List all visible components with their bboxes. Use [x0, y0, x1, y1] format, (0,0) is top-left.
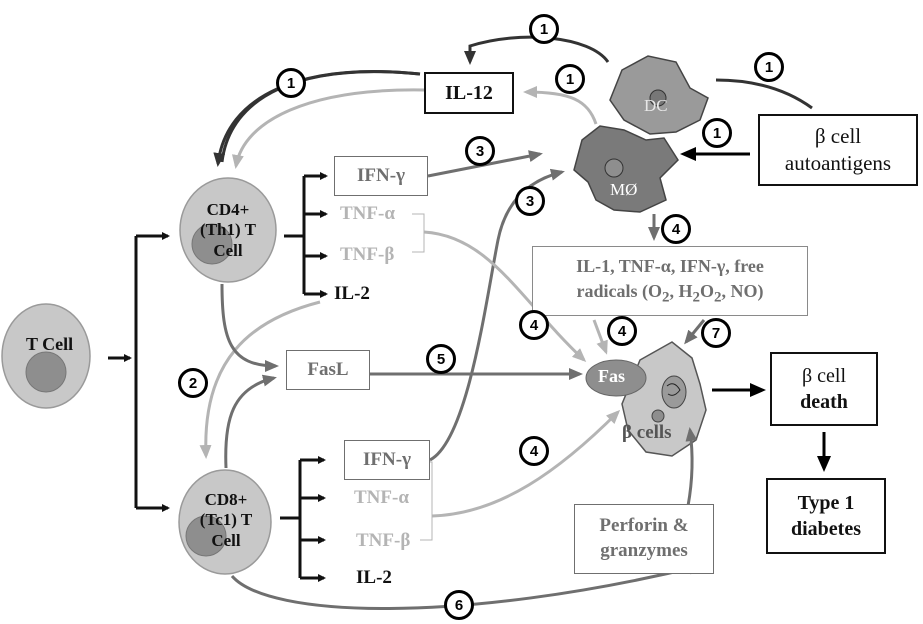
fas-label: Fas: [598, 366, 625, 386]
pathway-number-1b: 1: [754, 52, 784, 82]
ifng-top-box: IFN-γ: [334, 156, 428, 196]
ifng-bottom-box: IFN-γ: [344, 440, 430, 480]
pathway-number-4d: 4: [519, 436, 549, 466]
il2-bottom-label: IL-2: [356, 567, 392, 588]
arrow-mediators-to-fas: [592, 319, 608, 355]
type1-line2: diabetes: [791, 518, 861, 540]
pathway-number-1a: 1: [529, 14, 559, 44]
fas-receptor: [585, 359, 647, 397]
arrow-il12-to-cd4-dark: [213, 70, 421, 167]
pathway-number-1c: 1: [276, 68, 306, 98]
arrow-il12-to-cd4-light: [231, 88, 425, 169]
pathway-number-4b: 4: [519, 310, 549, 340]
mediators-line2: radicals (O2, H2O2, NO): [576, 280, 764, 306]
arrow-cd8-to-perforin: [230, 562, 703, 610]
t-cell-label: T Cell: [26, 334, 74, 354]
pathway-number-3b: 3: [515, 186, 545, 216]
pathway-number-6: 6: [444, 590, 474, 620]
cd8-label: CD8+ (Tc1) T Cell: [199, 490, 253, 550]
tnf-a-bottom-label: TNF-α: [354, 487, 409, 508]
arrow-perforin-to-beta: [685, 427, 698, 507]
tnf-b-top-label: TNF-β: [340, 244, 395, 265]
pathway-number-1e: 1: [702, 118, 732, 148]
beta-death-line1: β cell: [801, 365, 847, 387]
pathway-number-4c: 4: [607, 316, 637, 346]
mediators-line1: IL-1, TNF-α, IFN-γ, free: [576, 256, 764, 277]
beta-autoantigens-line2: autoantigens: [784, 151, 892, 175]
mediators-box: IL-1, TNF-α, IFN-γ, free radicals (O2, H…: [532, 246, 808, 316]
tnf-bracket-top: [412, 213, 425, 253]
tnf-b-bottom-label: TNF-β: [356, 530, 411, 551]
perforin-granzymes-box: Perforin & granzymes: [574, 504, 714, 574]
arrow-tnf-top-to-fas: [423, 230, 587, 363]
pathway-number-4a: 4: [661, 214, 691, 244]
cd4-th1-t-cell: [179, 177, 277, 283]
arrow-mo-to-il12: [523, 86, 598, 125]
pathway-number-3a: 3: [465, 136, 495, 166]
beta-autoantigens-box: β cell autoantigens: [758, 114, 918, 186]
arrow-antigen-to-dc: [715, 78, 813, 110]
type1-line1: Type 1: [797, 492, 855, 514]
pathway-number-7: 7: [701, 318, 731, 348]
arrow-cd8-to-fasl: [224, 374, 277, 469]
pathway-number-2: 2: [178, 368, 208, 398]
dendritic-cell: [609, 55, 709, 135]
arrow-mediators-to-beta: [684, 319, 706, 345]
beta-death-line2: death: [800, 391, 848, 413]
il2-top-label: IL-2: [334, 283, 370, 304]
fasl-box: FasL: [286, 350, 370, 390]
perforin-line1: Perforin &: [599, 515, 689, 537]
t-cell-branch-arrows: [108, 172, 328, 582]
beta-cells-label: β cells: [622, 422, 672, 443]
t-cell: [1, 303, 91, 409]
tnf-a-top-label: TNF-α: [340, 203, 395, 224]
dc-label: DC: [644, 96, 668, 115]
mo-label: MØ: [610, 180, 638, 199]
pathway-number-1d: 1: [555, 64, 585, 94]
type1-diabetes-box: Type 1 diabetes: [766, 478, 886, 554]
arrow-cd4-to-il12: [220, 70, 421, 163]
perforin-line2: granzymes: [600, 540, 688, 561]
beta-autoantigens-line1: β cell: [814, 123, 862, 148]
macrophage: [573, 125, 679, 213]
cd4-label: CD4+ (Th1) T Cell: [200, 200, 256, 260]
arrow-tnf-bottom-to-beta: [431, 409, 621, 518]
beta-cell-death-box: β cell death: [770, 352, 878, 426]
arrow-cd4-to-fasl: [220, 283, 279, 372]
pathway-number-5: 5: [426, 344, 456, 374]
il12-box: IL-12: [424, 72, 514, 114]
cd8-tc1-t-cell: [178, 469, 272, 575]
